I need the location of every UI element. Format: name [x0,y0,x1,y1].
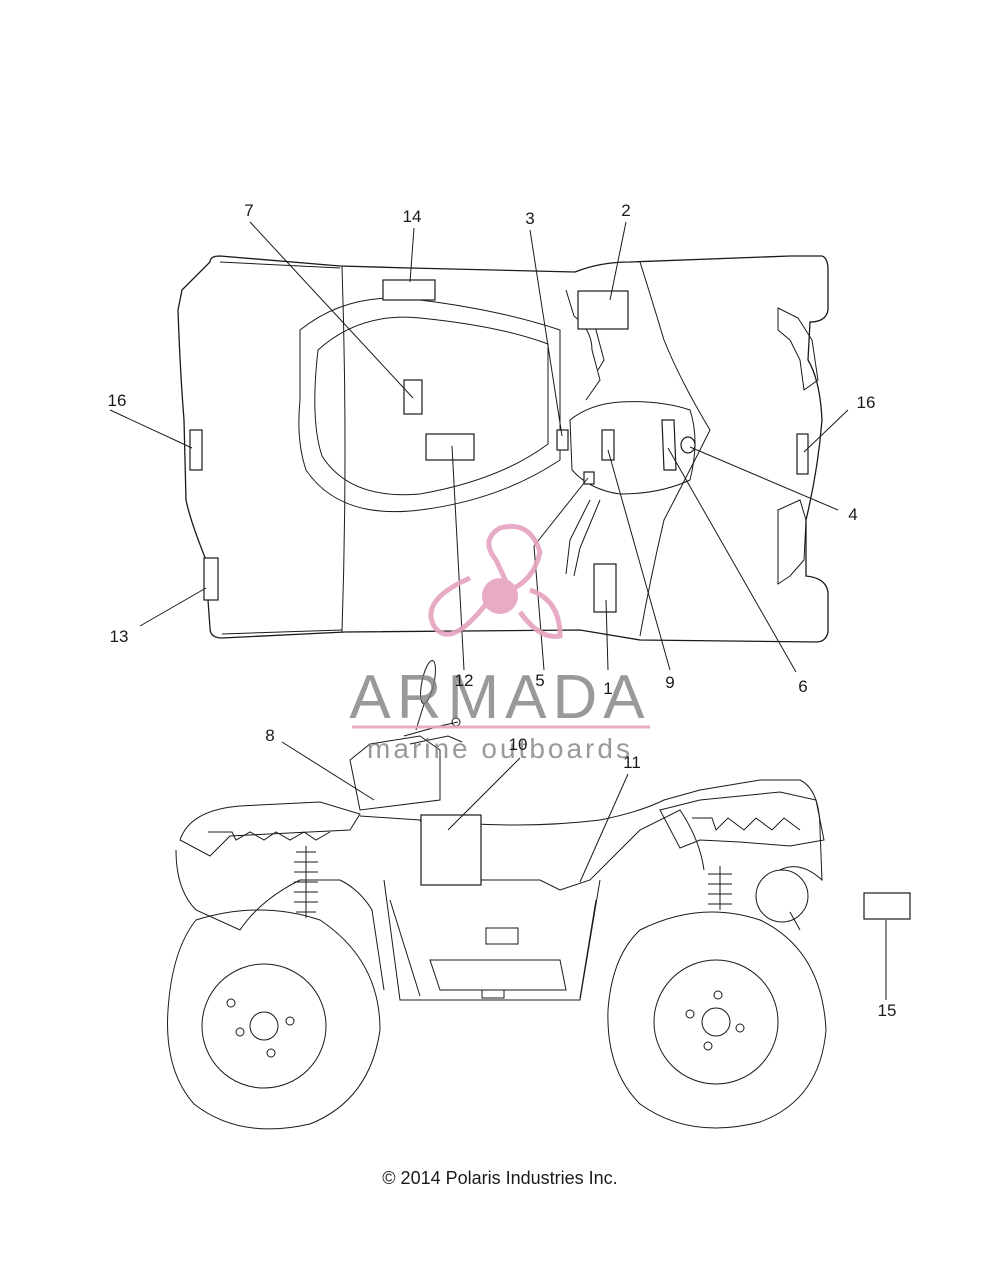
decal-13 [203,557,219,601]
decal-16-left [189,429,203,471]
decal-3 [556,429,569,451]
callout-10: 10 [509,735,528,754]
top-view-body [177,255,829,643]
propeller-icon [428,524,563,639]
callout-15: 15 [878,1001,897,1020]
leader-lines-top [109,221,849,673]
callout-4: 4 [848,505,857,524]
decal-10 [420,814,482,886]
callouts: 1 2 3 4 5 6 7 8 9 10 11 12 13 14 15 16 1… [108,201,897,1020]
callout-5: 5 [535,671,544,690]
callout-11: 11 [623,753,641,772]
decal-12 [425,433,475,461]
decal-9 [601,429,615,461]
decal-6 [661,419,677,471]
callout-14: 14 [403,207,422,226]
callout-13: 13 [110,627,129,646]
decal-5 [583,471,595,485]
decal-14 [382,279,436,301]
callout-9: 9 [665,673,674,692]
callout-1: 1 [603,679,612,698]
callout-8: 8 [265,726,274,745]
callout-6: 6 [798,677,807,696]
decal-7 [403,379,423,415]
decal-2 [577,290,629,330]
decal-1 [593,563,617,613]
callout-16-left: 16 [108,391,127,410]
leader-lines-side [281,741,887,1000]
callout-12: 12 [455,671,474,690]
side-view-body [167,659,911,1130]
decal-4 [680,436,696,454]
callout-16-right: 16 [857,393,876,412]
decal-16-right [796,433,809,475]
decal-15 [863,892,911,920]
watermark: ARMADA marine outboards [349,524,650,764]
watermark-brand: ARMADA [349,663,650,732]
callout-2: 2 [621,201,630,220]
callout-7: 7 [244,201,253,220]
callout-3: 3 [525,209,534,228]
watermark-tagline: marine outboards [367,733,633,764]
copyright-text: © 2014 Polaris Industries Inc. [382,1168,618,1188]
